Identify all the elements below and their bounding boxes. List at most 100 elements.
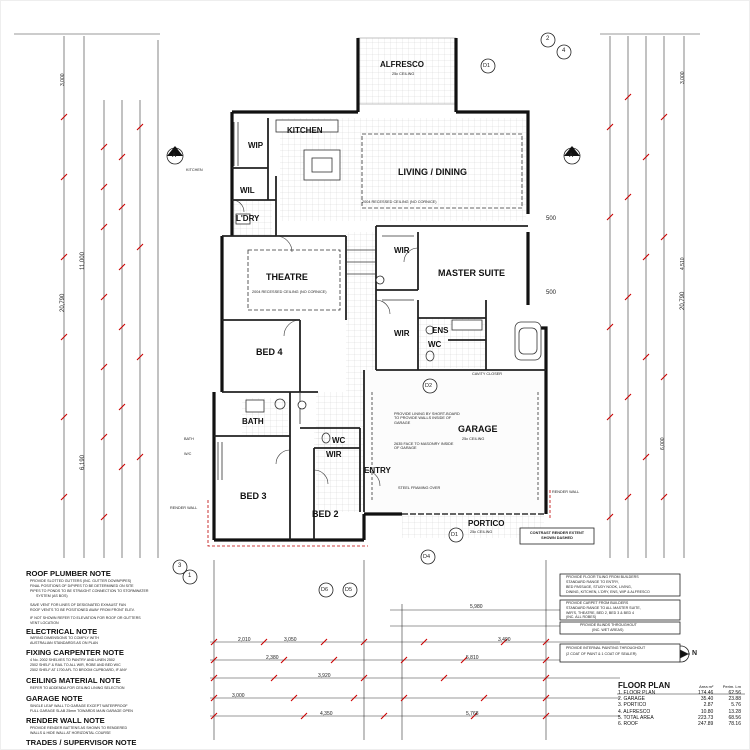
area-row-perim: 62.56 (728, 690, 741, 696)
roof-plumber-note-title: ROOF PLUMBER NOTE (26, 569, 111, 578)
spec-line-10: (INC. WET AREAS) (592, 628, 624, 632)
perim-col-header: Perim. Lm (722, 684, 741, 689)
room-ldry-label: L'DRY (236, 214, 260, 223)
area-row: 6. ROOF 247.89 78.16 (617, 721, 742, 727)
area-row-perim: 13.28 (728, 708, 741, 715)
dim-side-500-a: 500 (546, 216, 557, 222)
area-col-header: Area m² (699, 684, 714, 689)
area-row-area: 35.40 (700, 696, 714, 703)
garage-ceiling-note: 25c CEILING (462, 437, 485, 441)
section-marker-1: 1 (188, 573, 192, 579)
area-table-header: FLOOR PLAN Area m² Perim. Lm (617, 681, 742, 691)
section-marker-4: 4 (562, 48, 566, 54)
dim-bottom-3490: 3,490 (498, 637, 511, 643)
downpipe-marker-d2: D2 (425, 383, 433, 389)
area-row-name: 2. GARAGE (618, 696, 645, 703)
roof-plumber-line-6: ROOF VENTS TO BE POSITIONED AWAY FROM FR… (30, 608, 135, 612)
fixing-line-2: 2502 SHELF & RAIL TO ALL WIR, ROBE AND B… (30, 663, 121, 667)
spec-line-2: STANDARD RANGE TO ENTRY, (566, 580, 619, 584)
section-marker-2: 2 (546, 36, 550, 42)
area-row-name: 6. ROOF (618, 721, 639, 728)
room-bath-label: BATH (242, 417, 264, 426)
ceiling-material-line-1: REFER TO ADDENDA FOR CEILING LINING SELE… (30, 686, 125, 690)
spec-line-8: (INC. ALL ROBES) (566, 615, 597, 619)
downpipe-marker-d4: D4 (423, 554, 431, 560)
room-wir-bed2-label: WIR (326, 450, 342, 459)
room-garage-label: GARAGE (458, 424, 498, 434)
side-tag-render-wall-left: RENDER WALL (170, 506, 198, 510)
area-row-area: 10.80 (700, 708, 714, 715)
fire-wall-note: 2635 FACE TO MASONRY INSIDE OF GARAGE (394, 442, 454, 451)
dim-right-3000: 3,000 (680, 71, 686, 84)
spec-line-12: (2 COAT OF PAINT & 1 COAT OF SEALER) (566, 652, 637, 656)
area-row-area: 223.73 (698, 714, 714, 721)
downpipe-marker-d1: D1 (483, 63, 491, 69)
roof-plumber-line-5: SAVE VENT FOR LINES OF DESIGNATED EXHAUS… (30, 603, 126, 607)
fixing-line-3: 2502 SHELF AT 1700 AFL TO BROOM CUPBOARD… (30, 668, 128, 672)
room-wir-master-2-label: WIR (394, 329, 410, 338)
garage-line-1: SINGLE LEAF WALL TO GARAGE EXCEPT WATERP… (30, 704, 128, 708)
dim-left-3000: 3,000 (60, 73, 66, 86)
area-row: 2. GARAGE 35.40 23.88 (617, 696, 742, 702)
living-ceiling-note: 2004 RECESSED CEILING (NO CORNICE) (362, 200, 437, 204)
dim-bottom-5810: 5,810 (466, 655, 479, 661)
dim-bottom-2010: 2,010 (238, 637, 251, 643)
area-row-area: 2.87 (703, 702, 714, 709)
steel-framing-note: STEEL FRAMING OVER (398, 486, 441, 490)
spec-line-9: PROVIDE BLINDS THROUGHOUT (580, 623, 637, 627)
room-theatre-label: THEATRE (266, 272, 308, 282)
area-row-name: 4. ALFRESCO (618, 708, 651, 715)
spec-line-4: DINING, KITCHEN, L'DRY, ENS, WIP & ALFRE… (566, 590, 650, 594)
room-wc-ensuite-label: WC (428, 340, 442, 349)
downpipe-marker-d5: D5 (345, 587, 353, 593)
area-row-area: 247.89 (698, 721, 714, 728)
render-wall-note-title: RENDER WALL NOTE (26, 716, 105, 725)
alfresco-ceiling-note: 25c CEILING (392, 72, 415, 76)
area-row: 1. FLOOR PLAN 174.46 62.56 (617, 690, 742, 696)
area-row: 5. TOTAL AREA 223.73 68.56 (617, 715, 742, 721)
room-bed2-label: BED 2 (312, 509, 339, 519)
render-wall-line-2: WALLS & HIDE WALL AT HORIZONTAL COURSE (30, 731, 111, 735)
spec-line-1: PROVIDE FLOOR TILING FROM BUILDERS (566, 575, 639, 579)
section-marker-3: 3 (178, 563, 182, 569)
dim-bottom-3050: 3,050 (284, 637, 297, 643)
dim-bottom-2380: 2,380 (266, 655, 279, 661)
section-marker-a-left: A (172, 153, 177, 159)
room-wip-label: WIP (248, 141, 264, 150)
side-tag-kitchen: KITCHEN (186, 168, 203, 172)
area-row-name: 3. PORTICO (618, 702, 647, 709)
spec-line-7: WIR'S, THEATRE, BED 2, BED 3 & BED 4 (566, 611, 635, 615)
portico-ceiling-note: 25c CEILING (470, 530, 493, 534)
garage-note-title: GARAGE NOTE (26, 694, 83, 703)
room-wc-bed-label: WC (332, 436, 346, 445)
roof-plumber-line-4: SYSTEM (AS BOS) (36, 594, 68, 598)
area-row: 4. ALFRESCO 10.80 13.28 (617, 709, 742, 715)
room-bed3-label: BED 3 (240, 491, 267, 501)
area-table-title: FLOOR PLAN (618, 681, 670, 691)
roof-plumber-line-7: IF NOT SHOWN REFER TO ELEVATION FOR ROOF… (30, 616, 141, 620)
dim-right-total: 20,790 (680, 291, 686, 310)
room-bed4-label: BED 4 (256, 347, 283, 357)
room-kitchen-label: KITCHEN (287, 126, 323, 135)
dim-right-4510: 4,510 (680, 257, 686, 270)
roof-plumber-line-8: VENT LOCATION (30, 621, 59, 625)
section-marker-a-right: A (569, 153, 574, 159)
dim-left-6190: 6,190 (80, 454, 86, 470)
area-row-perim: 23.88 (728, 696, 741, 703)
side-tag-wc: W/C (184, 452, 192, 456)
room-living-dining-label: LIVING / DINING (398, 167, 468, 177)
dim-bottom-5980: 5,980 (470, 604, 483, 610)
garage-line-2: FULL GARAGE SLAB 25mm TOWARDS MAIN GARAG… (30, 709, 133, 713)
room-wil-label: WIL (240, 186, 255, 195)
area-row-name: 1. FLOOR PLAN (618, 690, 656, 696)
area-row-perim: 5.76 (731, 702, 741, 709)
dim-bottom-4350: 4,350 (320, 711, 333, 717)
dim-right-6000: 6,000 (660, 437, 666, 450)
ceiling-material-note-title: CEILING MATERIAL NOTE (26, 676, 121, 685)
area-row-name: 5. TOTAL AREA (618, 714, 654, 721)
fixing-line-1: 4 No. 2002 SHELVES TO PANTRY AND LINEN 2… (30, 658, 115, 662)
spec-line-11: PROVIDE INTERNAL PAINTING THROUGHOUT (566, 646, 646, 650)
trades-supervisor-note-title: TRADES / SUPERVISOR NOTE (26, 738, 137, 747)
